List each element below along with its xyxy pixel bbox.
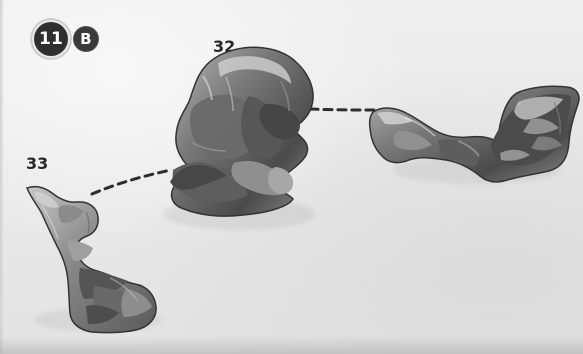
dashed-leader-line-32-arm xyxy=(310,109,381,110)
dashed-leader-line-33-body xyxy=(92,170,171,194)
miniature-leg-part xyxy=(27,187,162,333)
miniature-arm-part xyxy=(370,86,579,184)
bottom-shadow xyxy=(0,336,583,354)
miniature-torso-part xyxy=(163,47,315,230)
